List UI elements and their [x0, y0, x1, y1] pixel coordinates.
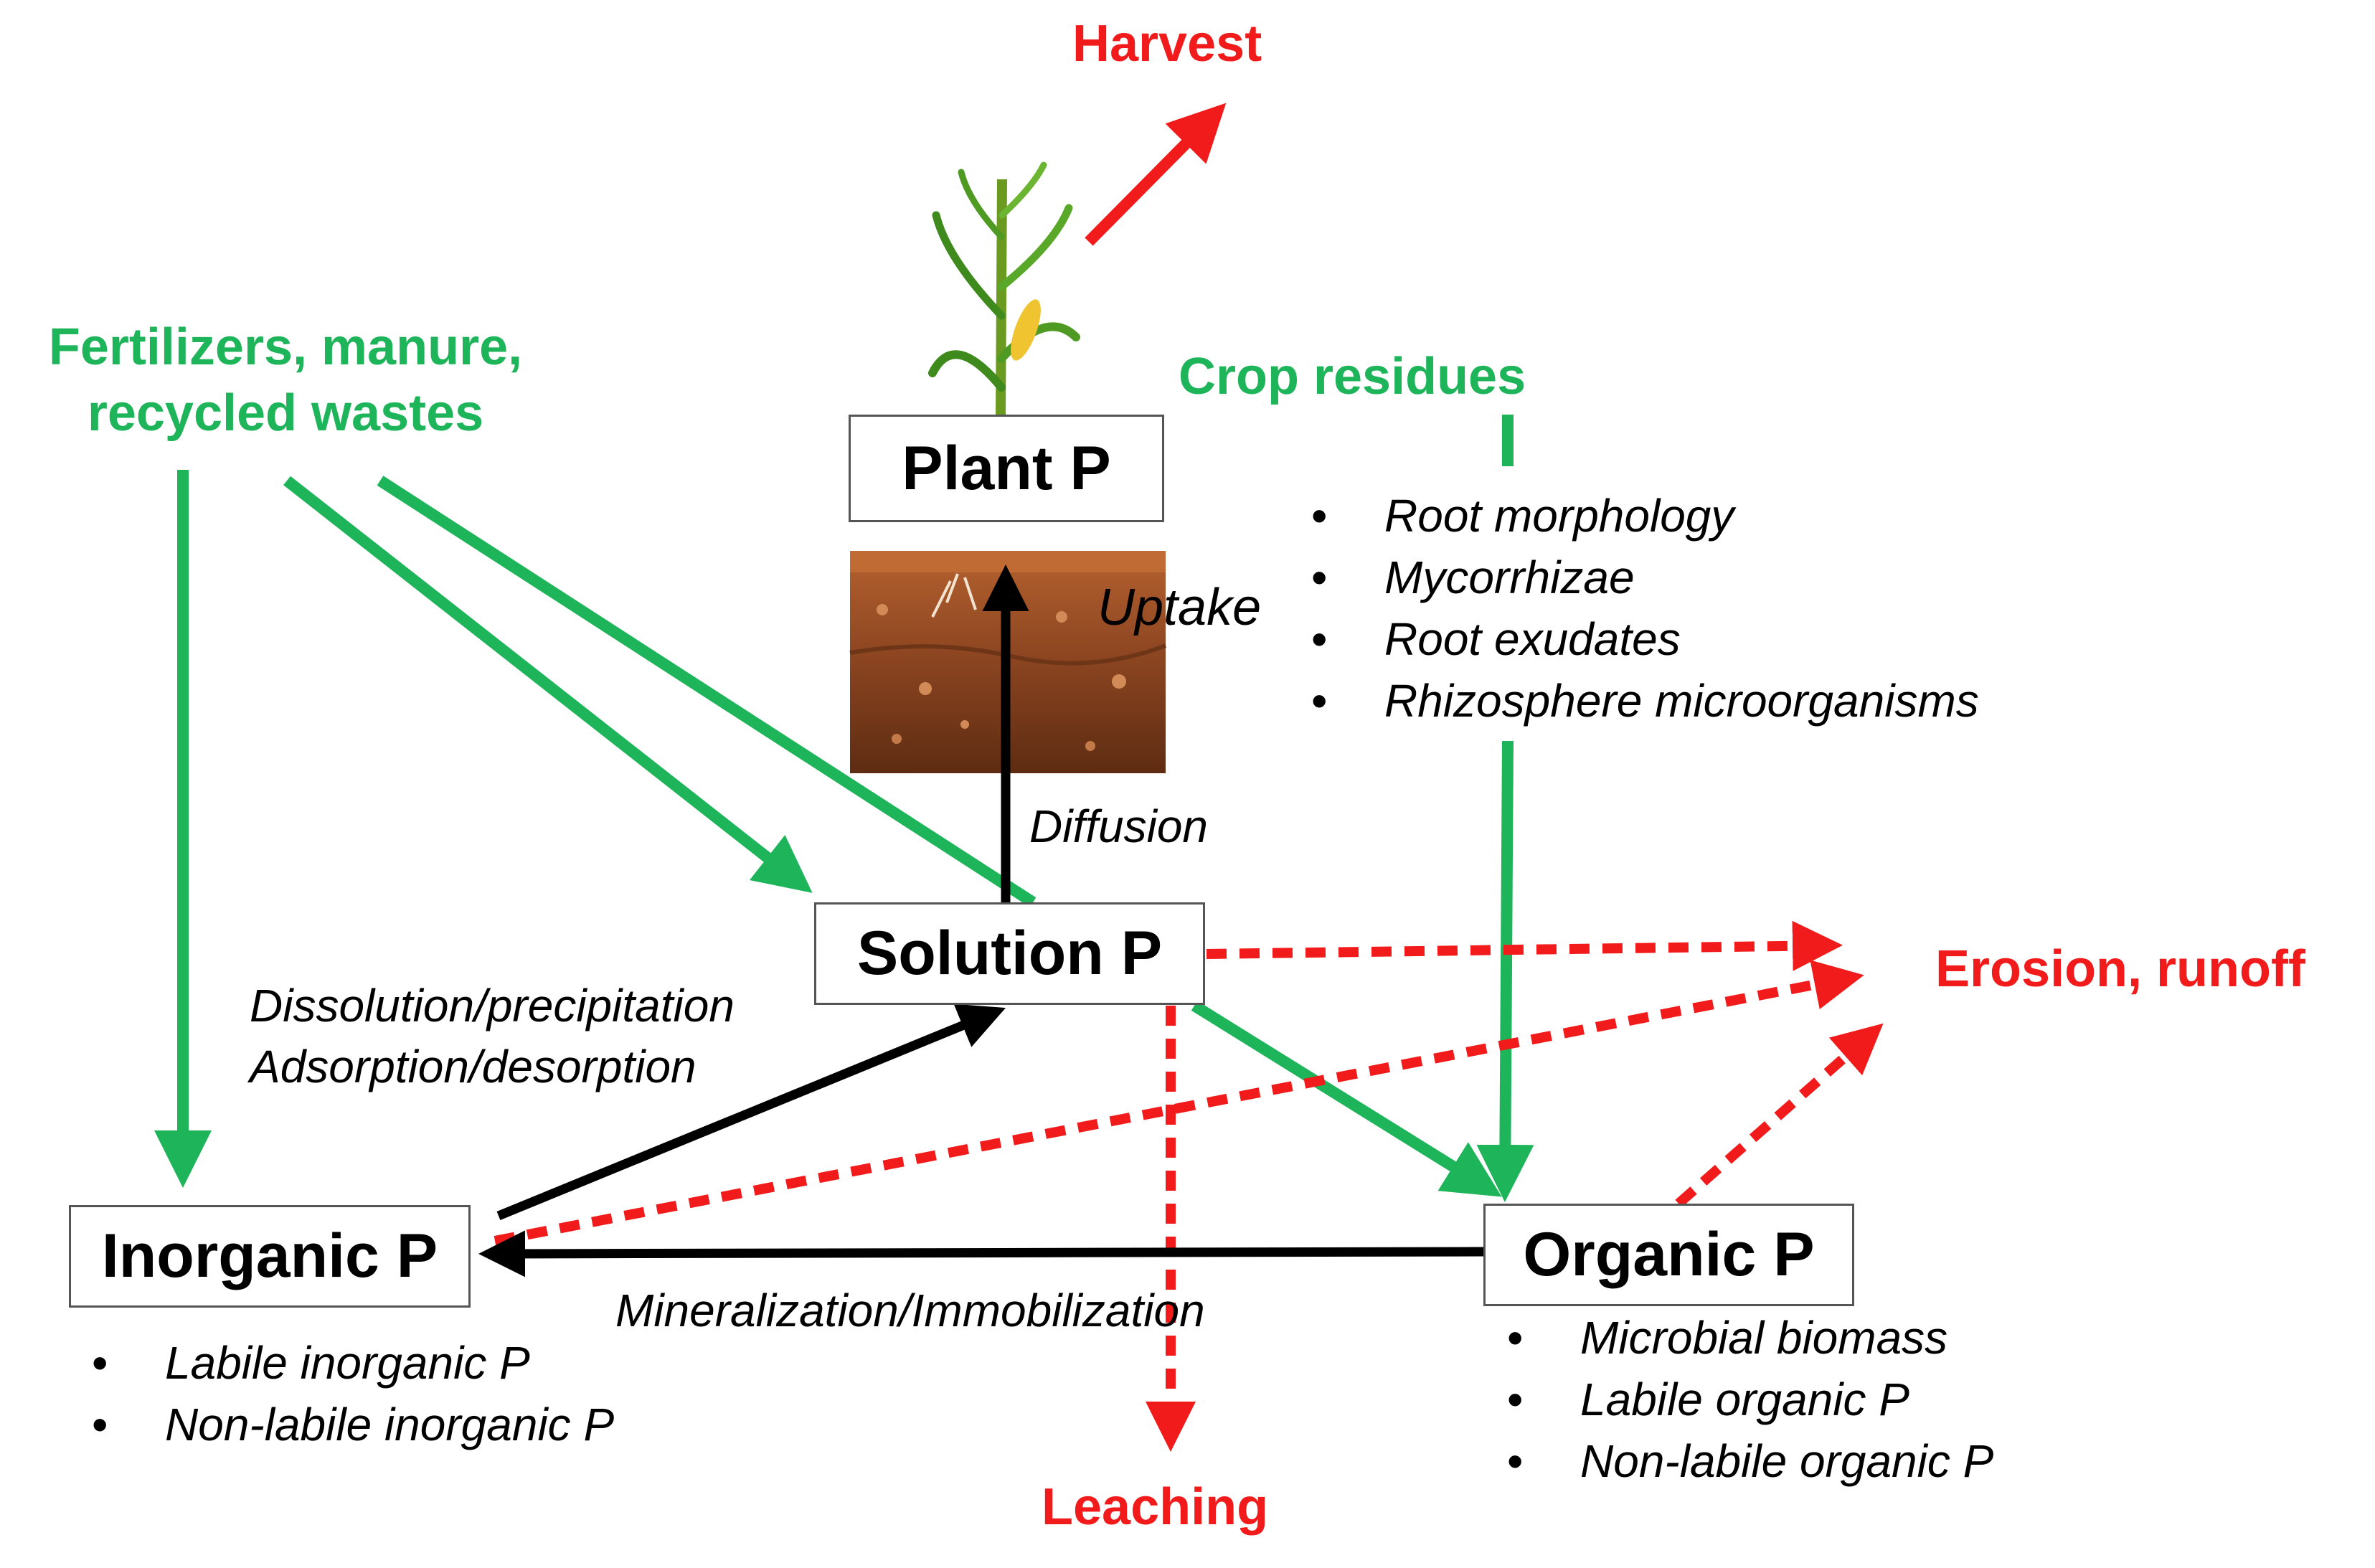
- corn-plant-icon: [928, 161, 1080, 445]
- list-item: Labile organic P: [1494, 1369, 1993, 1430]
- list-item: Root morphology: [1298, 485, 1979, 547]
- plant-p-box: Plant P: [849, 415, 1164, 522]
- list-item: Mycorrhizae: [1298, 547, 1979, 608]
- diffusion-label: Diffusion: [1029, 800, 1208, 852]
- harvest-label: Harvest: [1072, 15, 1262, 72]
- list-item: Microbial biomass: [1494, 1307, 1993, 1369]
- inorganic-fractions-list: Labile inorganic P Non-labile inorganic …: [79, 1332, 614, 1455]
- leaching-label: Leaching: [1042, 1478, 1269, 1536]
- list-item: Root exudates: [1298, 608, 1979, 670]
- erosion-runoff-label: Erosion, runoff: [1935, 940, 2305, 998]
- inorganic-p-label: Inorganic P: [101, 1222, 438, 1290]
- adsorption-label: Adsorption/desorption: [250, 1041, 697, 1092]
- fertilizers-line-2: recycled wastes: [87, 384, 484, 442]
- organic-fractions-list: Microbial biomass Labile organic P Non-l…: [1494, 1307, 1993, 1492]
- organic-p-label: Organic P: [1523, 1220, 1815, 1289]
- fertilizers-line-1: Fertilizers, manure,: [48, 318, 523, 376]
- inorganic-p-box: Inorganic P: [69, 1205, 471, 1308]
- rhizosphere-factors-list: Root morphology Mycorrhizae Root exudate…: [1298, 485, 1979, 732]
- mineralization-label: Mineralization/Immobilization: [615, 1285, 1205, 1336]
- organic-p-box: Organic P: [1483, 1204, 1854, 1306]
- solution-p-box: Solution P: [814, 902, 1205, 1005]
- list-item: Rhizosphere microorganisms: [1298, 670, 1979, 732]
- list-item: Non-labile inorganic P: [79, 1394, 614, 1455]
- uptake-label: Uptake: [1097, 579, 1262, 636]
- solution-p-label: Solution P: [856, 919, 1163, 988]
- list-item: Non-labile organic P: [1494, 1430, 1993, 1492]
- dissolution-label: Dissolution/precipitation: [250, 980, 735, 1031]
- plant-p-label: Plant P: [902, 433, 1111, 503]
- list-item: Labile inorganic P: [79, 1332, 614, 1394]
- fertilizers-label: Fertilizers, manure, recycled wastes: [20, 314, 551, 446]
- crop-residues-label: Crop residues: [1179, 348, 1526, 405]
